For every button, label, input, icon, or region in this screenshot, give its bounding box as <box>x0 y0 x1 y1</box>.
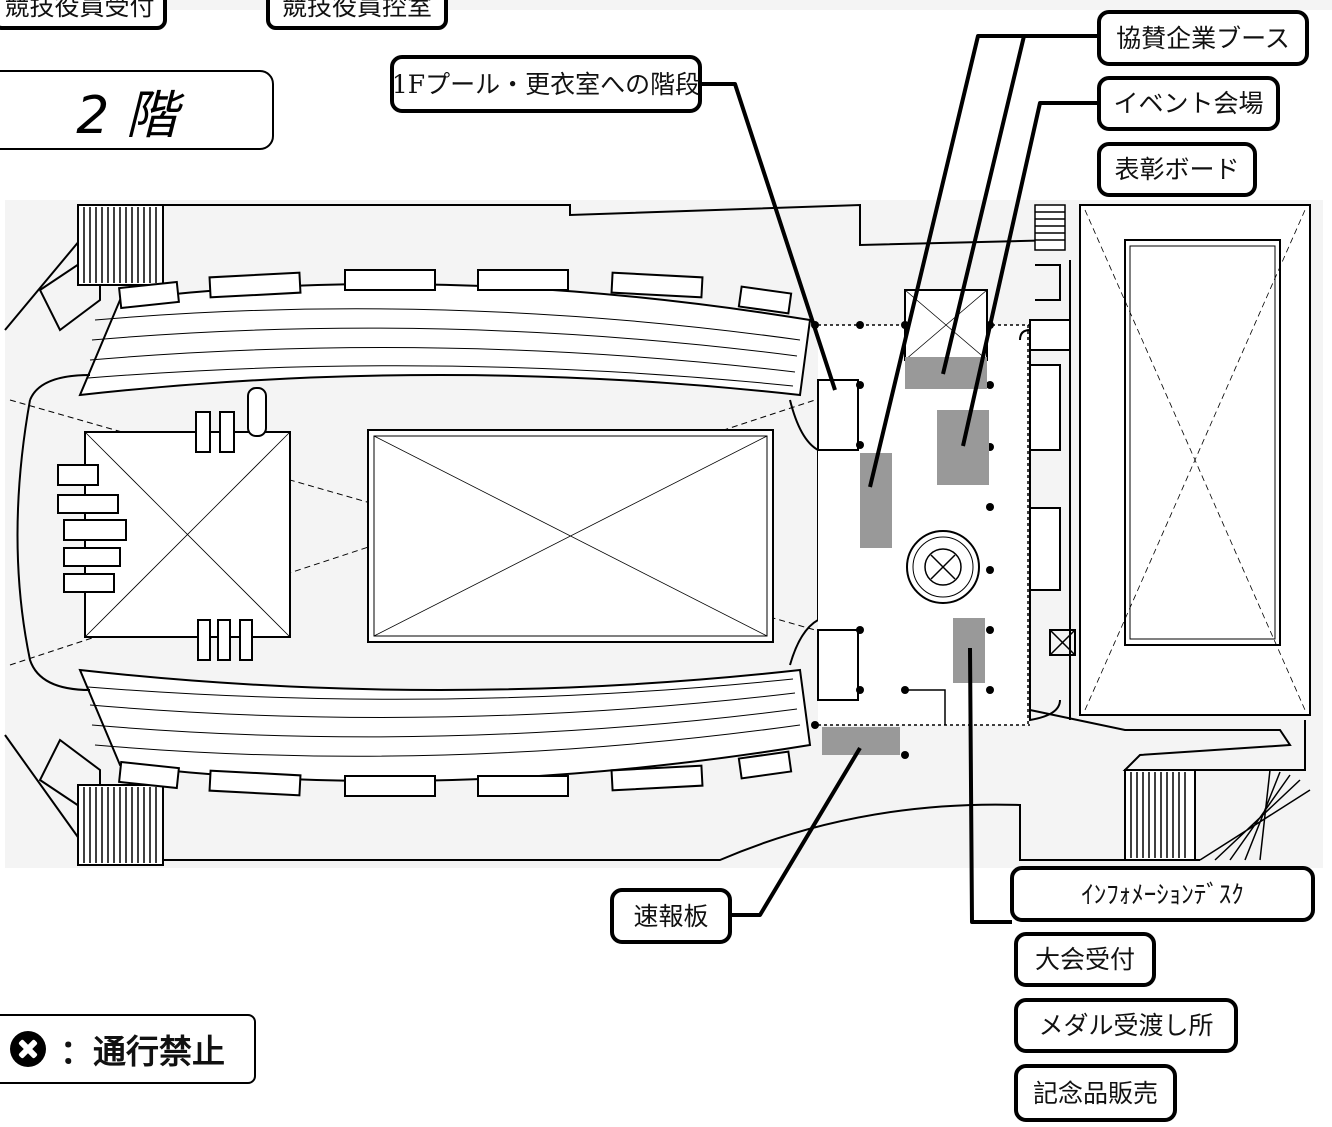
stair-stripes <box>77 204 1311 866</box>
main-pool <box>367 429 774 643</box>
floor-title: 2 階 <box>0 70 274 150</box>
label-stairs-to-1f[interactable]: 1Fプール・更衣室への階段 <box>390 55 702 113</box>
label-medal-handover[interactable]: メダル受渡し所 <box>1014 998 1238 1053</box>
legend-no-entry: ：通行禁止 <box>0 1014 256 1084</box>
lobby <box>811 289 1030 759</box>
label-event-venue[interactable]: イベント会場 <box>1097 76 1280 131</box>
label-sponsor-booth[interactable]: 協賛企業ブース <box>1097 10 1309 66</box>
diving-pool <box>57 387 291 661</box>
no-entry-x-circle-icon <box>10 1031 46 1067</box>
label-souvenir-sales[interactable]: 記念品販売 <box>1014 1064 1177 1122</box>
label-scoreboard[interactable]: 速報板 <box>610 888 732 944</box>
tab-official-waiting-room[interactable]: 競技役員控室 <box>266 0 448 30</box>
seating-stands <box>78 283 812 782</box>
tab-official-reception[interactable]: 競技役員受付 <box>0 0 167 30</box>
concourse-boxes <box>118 269 793 797</box>
label-award-board[interactable]: 表彰ボード <box>1097 142 1257 197</box>
right-wing <box>1019 260 1306 771</box>
label-reception[interactable]: 大会受付 <box>1014 932 1156 987</box>
legend-text: ：通行禁止 <box>60 1032 225 1071</box>
marker-event-venue <box>937 410 989 485</box>
stair-stripes-right <box>1034 204 1066 251</box>
marker-scoreboard <box>822 727 900 755</box>
label-info-desk[interactable]: ｲﾝﾌｫﾒｰｼｮﾝﾃﾞｽｸ <box>1010 866 1315 922</box>
sub-pool <box>1079 204 1311 716</box>
leader-lines <box>700 34 1099 924</box>
